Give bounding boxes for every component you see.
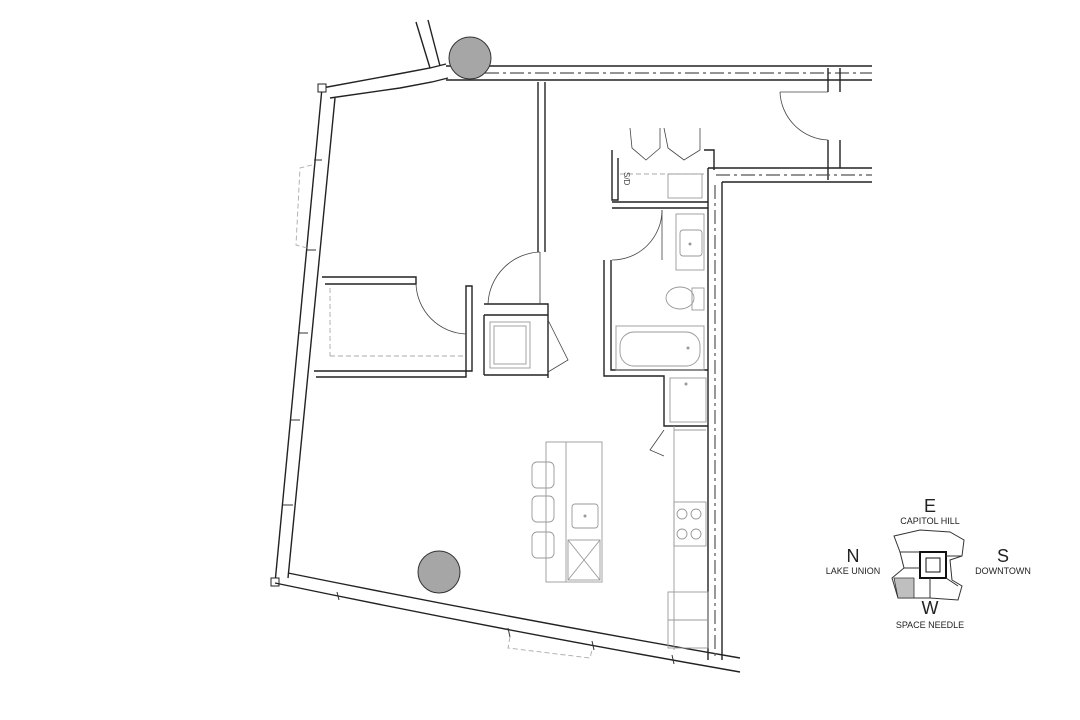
compass-east-letter: E	[923, 496, 936, 516]
corridor-wall-north	[415, 19, 872, 180]
column-south	[417, 550, 461, 594]
door-swings	[415, 127, 701, 457]
compass-south-label: DOWNTOWN	[975, 566, 1031, 576]
compass-south-letter: S	[996, 546, 1009, 566]
bedroom-closet-line	[329, 288, 464, 357]
exterior-wall-south	[274, 572, 741, 673]
key-plan	[891, 529, 965, 601]
washer-dryer-tag: S/D	[622, 172, 631, 186]
column-north	[448, 36, 492, 80]
compass-north-label: LAKE UNION	[825, 566, 881, 576]
compass-west-label: SPACE NEEDLE	[895, 620, 965, 630]
interior-walls	[314, 82, 715, 427]
structural-columns	[417, 36, 492, 594]
exterior-wall-west	[270, 63, 449, 587]
kitchen-island	[531, 441, 603, 583]
compass-east-label: CAPITOL HILL	[900, 516, 960, 526]
stacked-washer-dryer: S/D	[489, 172, 704, 369]
compass-west-letter: W	[921, 598, 939, 618]
bathroom-fixtures	[615, 213, 705, 371]
compass-north-letter: N	[846, 546, 860, 566]
corridor-wall-east	[707, 167, 872, 660]
kitchen-counter	[667, 426, 709, 650]
utility-niche	[669, 377, 707, 423]
